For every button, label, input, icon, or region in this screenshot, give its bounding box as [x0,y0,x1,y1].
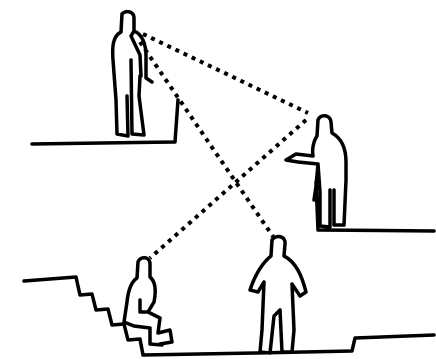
sight-line-group [140,34,308,258]
sight-line-top-to-bottom-center [140,42,274,238]
upper-left-ledge [32,100,178,144]
sight-line-top-to-right [143,34,308,113]
standing-figure-bottom-center [250,237,306,353]
lower-stairs-floor [24,277,434,355]
seated-figure-bottom-left [124,258,172,345]
standing-figure-top-left [113,12,152,136]
